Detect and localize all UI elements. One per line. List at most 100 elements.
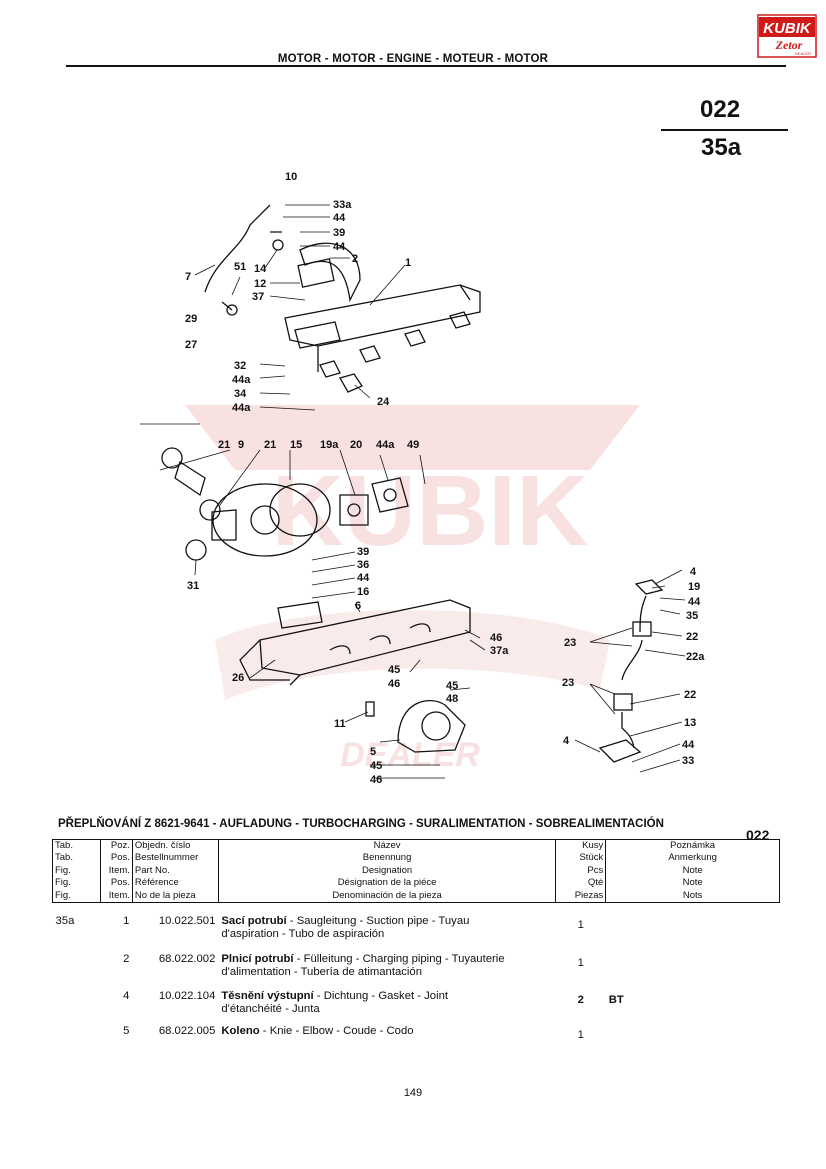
logo-dealer-text: DEALER <box>795 51 811 56</box>
name-line2: d'alimentation - Tubería de atimantación <box>221 965 422 978</box>
diagram-label: 4 <box>563 735 570 747</box>
diagram-label: 44 <box>682 739 695 751</box>
diagram-label: 37a <box>490 645 509 657</box>
page-number: 149 <box>403 1087 423 1099</box>
cell-pos: 4 <box>123 989 130 1002</box>
diagram-label: 29 <box>185 313 197 325</box>
cell-pos: 2 <box>123 952 130 965</box>
diagram-label: 26 <box>232 672 244 684</box>
cell-part-no: 68.022.005 <box>158 1024 216 1037</box>
table-row: 4 10.022.104 Těsnění výstupní - Dichtung… <box>53 990 780 1025</box>
name-cz: Sací potrubí <box>221 914 287 927</box>
diagram-label: 10 <box>285 171 297 183</box>
diagram-label: 45 <box>388 664 400 676</box>
tab-divider <box>661 129 788 131</box>
tab-number: 022 <box>700 96 741 123</box>
diagram-label: 12 <box>254 278 266 290</box>
diagram-label: 24 <box>377 396 390 408</box>
header-divider <box>66 65 786 67</box>
diagram-label: 2 <box>352 253 358 265</box>
diagram-label: 22 <box>684 689 696 701</box>
name-rest: - Saugleitung - Suction pipe - Tuyau <box>286 914 470 927</box>
cell-tab <box>53 990 101 1025</box>
watermark-brand-text: KUBÍK <box>272 455 589 567</box>
diagram-label: 39 <box>357 546 369 558</box>
table-row: 5 68.022.005 Koleno - Knie - Elbow - Cou… <box>53 1025 780 1049</box>
diagram-label: 49 <box>407 439 419 451</box>
cell-note <box>606 915 780 953</box>
table-header-row: Tab.Tab.Fig.Fig.Fig. Poz.Pos.Item.Pos.It… <box>52 838 780 904</box>
diagram-label: 44a <box>376 439 395 451</box>
cell-tab <box>53 1025 101 1049</box>
diagram-label: 31 <box>187 580 199 592</box>
diagram-label: 46 <box>370 774 382 786</box>
diagram-label: 22 <box>686 631 698 643</box>
diagram-label: 37 <box>252 291 264 303</box>
diagram-label: 1 <box>405 257 411 269</box>
cell-note: BT <box>608 993 624 1006</box>
cell-name: Těsnění výstupní - Dichtung - Gasket - J… <box>218 990 555 1025</box>
diagram-label: 44 <box>333 241 346 253</box>
diagram-label: 19 <box>688 581 700 593</box>
cell-pos: 1 <box>123 914 130 927</box>
col-tab-header: Tab.Tab.Fig.Fig.Fig. <box>52 838 101 904</box>
charging-pipe-shape <box>259 599 471 676</box>
name-line2: d'étanchéité - Junta <box>221 1002 320 1015</box>
name-cz: Těsnění výstupní <box>221 989 314 1002</box>
name-rest: - Fülleitung - Charging piping - Tuyaute… <box>293 952 505 965</box>
diagram-label: 44 <box>688 596 701 608</box>
diagram-label: 44 <box>333 212 346 224</box>
diagram-label: 7 <box>185 271 191 283</box>
cell-part-no: 10.022.501 <box>158 914 216 927</box>
diagram-label: 35 <box>686 610 698 622</box>
logo-kubik-text: KUBIK <box>763 20 812 37</box>
diagram-label: 33 <box>682 755 694 767</box>
name-cz: Plnicí potrubí <box>221 952 294 965</box>
cell-qty: 2 <box>577 993 584 1006</box>
diagram-label: 51 <box>234 261 246 273</box>
diagram-label: 21 <box>218 439 230 451</box>
diagram-label: 19a <box>320 439 339 451</box>
diagram-label: 44 <box>357 572 370 584</box>
name-line2: d'aspiration - Tubo de aspiración <box>221 927 385 940</box>
name-cz: Koleno <box>221 1024 260 1037</box>
diagram-label: 20 <box>350 439 362 451</box>
cell-note <box>606 1025 780 1049</box>
cell-part-no: 10.022.104 <box>158 989 216 1002</box>
cell-note <box>606 953 780 990</box>
table-row: 2 68.022.002 Plnicí potrubí - Fülleitung… <box>53 953 780 990</box>
cell-qty: 1 <box>577 918 584 931</box>
diagram-label: 36 <box>357 559 369 571</box>
exploded-parts-diagram: KUBÍK DEALER <box>140 171 705 786</box>
diagram-label: 32 <box>234 360 246 372</box>
parts-table: Tab.Tab.Fig.Fig.Fig. Poz.Pos.Item.Pos.It… <box>52 838 780 1049</box>
diagram-label: 16 <box>357 586 369 598</box>
watermark-dealer-text: DEALER <box>340 736 480 774</box>
figure-number: 35a <box>701 134 742 161</box>
diagram-label: 11 <box>334 718 346 730</box>
table-row: 35a 1 10.022.501 Sací potrubí - Saugleit… <box>53 915 780 953</box>
diagram-label: 46 <box>490 632 502 644</box>
diagram-label: 13 <box>684 717 696 729</box>
cell-part-no: 68.022.002 <box>158 952 216 965</box>
diagram-label: 34 <box>234 388 247 400</box>
diagram-label: 5 <box>370 746 376 758</box>
diagram-label: 48 <box>446 693 458 705</box>
diagram-label: 14 <box>254 263 267 275</box>
cell-tab <box>53 953 101 990</box>
name-rest: - Knie - Elbow - Coude - Codo <box>259 1024 414 1037</box>
page-header-title: MOTOR - MOTOR - ENGINE - MOTEUR - MOTOR <box>277 53 549 65</box>
name-rest: - Dichtung - Gasket - Joint <box>313 989 449 1002</box>
diagram-label: 44a <box>232 402 251 414</box>
cell-name: Koleno - Knie - Elbow - Coude - Codo <box>218 1025 555 1049</box>
diagram-label: 4 <box>690 566 697 578</box>
diagram-label: 27 <box>185 339 197 351</box>
diagram-label: 23 <box>564 637 576 649</box>
cell-qty: 1 <box>577 956 584 969</box>
diagram-label: 45 <box>446 680 458 692</box>
diagram-label: 22a <box>686 651 705 663</box>
